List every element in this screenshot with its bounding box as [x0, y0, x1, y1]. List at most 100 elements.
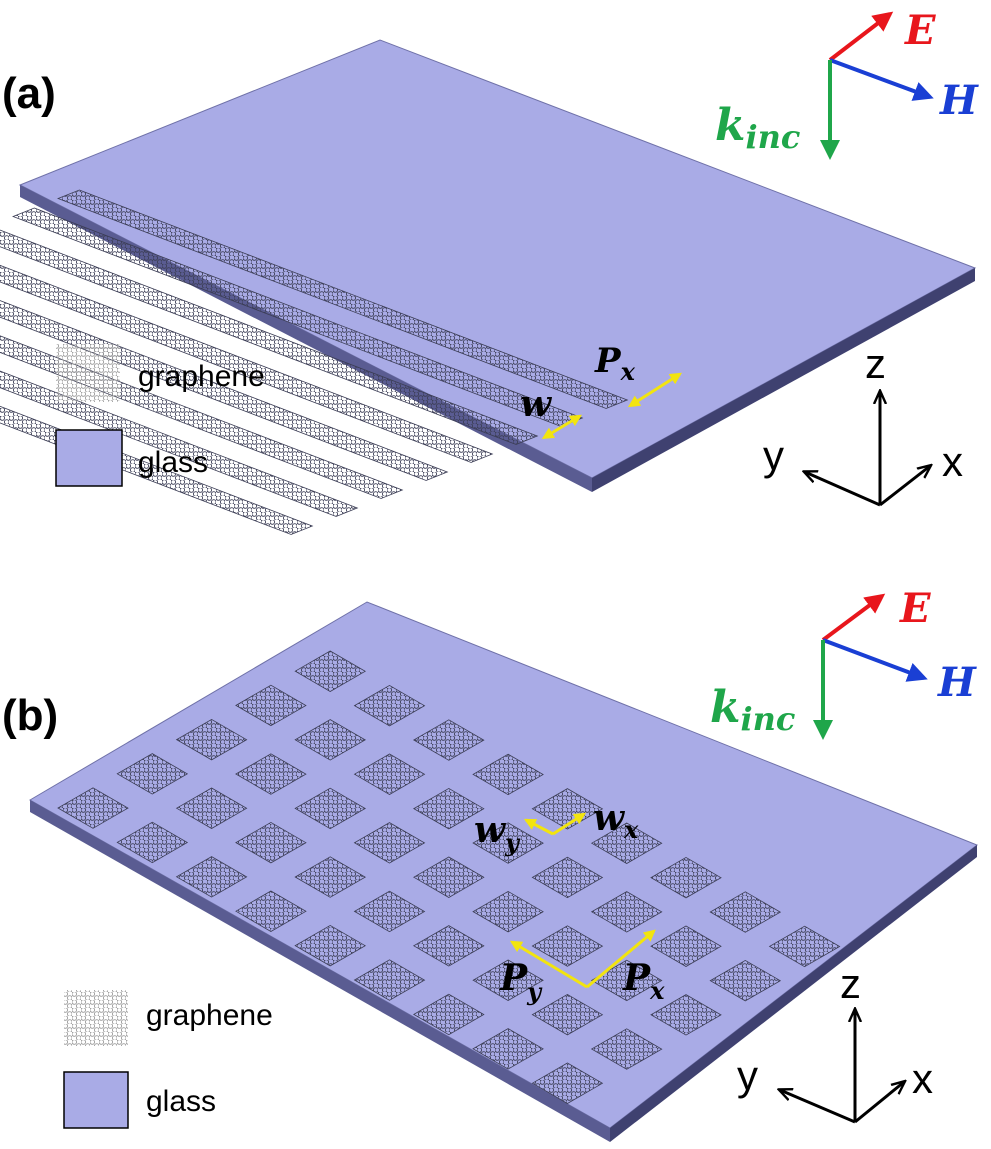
graphene-square [294, 924, 366, 967]
graphene-square [353, 753, 426, 795]
graphene-stripe [0, 229, 539, 445]
graphene-squares-b [57, 650, 841, 1104]
e-field-arrow-b [821, 593, 886, 642]
h-field-arrow-b [822, 638, 928, 682]
dimension-period-a: Px [594, 341, 683, 408]
legend-graphene-a: graphene [138, 360, 265, 393]
e-field-label-a: E [904, 7, 936, 54]
graphene-square [413, 719, 485, 761]
graphene-square [353, 684, 426, 727]
width-y-sub-b: y [504, 828, 521, 857]
period-y-sub-b: y [526, 977, 543, 1006]
graphene-square [709, 959, 782, 1002]
glass-swatch-a [55, 429, 123, 487]
svg-text:Px: Px [594, 341, 636, 386]
e-field-label-b: E [899, 585, 931, 632]
graphene-square [531, 856, 604, 899]
dimension-period-b: Py Px [499, 929, 665, 1006]
svg-text:wy: wy [474, 809, 521, 857]
axes-b: z y x [737, 960, 933, 1124]
legend-b: graphene glass [63, 990, 273, 1129]
graphene-square [353, 959, 426, 1001]
graphene-square [768, 925, 841, 968]
graphene-square [175, 856, 248, 898]
graphene-square [235, 821, 307, 864]
graphene-square [650, 994, 722, 1036]
dimension-width-a: w [520, 383, 583, 439]
glass-swatch-b [63, 1071, 129, 1129]
graphene-square [294, 719, 366, 761]
period-x-sub-b: x [649, 976, 665, 1005]
z-label-a: z [865, 340, 886, 387]
z-label-b: z [840, 960, 861, 1007]
graphene-square [531, 925, 604, 967]
graphene-square [294, 856, 366, 898]
graphene-square [235, 890, 307, 932]
graphene-square [531, 1062, 604, 1104]
graphene-square [294, 787, 366, 830]
graphene-square [709, 891, 782, 933]
x-label-a: x [942, 438, 963, 485]
graphene-stripe [0, 264, 494, 463]
period-y-label-b: P [499, 957, 528, 999]
period-label-a: P [594, 341, 622, 381]
h-field-arrow-a [829, 58, 934, 101]
k-sub-a: inc [746, 118, 801, 156]
panel-label-b: (b) [2, 691, 58, 740]
x-axis-b [854, 1082, 904, 1124]
graphene-square [413, 787, 485, 830]
graphene-square [413, 856, 485, 898]
graphene-square [472, 1028, 544, 1070]
graphene-square [590, 1028, 663, 1070]
graphene-swatch-a [56, 344, 120, 402]
width-x-sub-b: x [623, 815, 639, 844]
graphene-square [590, 891, 663, 933]
y-axis-b [780, 1090, 856, 1124]
field-arrows-b: E H kinc [710, 585, 977, 740]
graphene-square [472, 822, 544, 864]
svg-text:Px: Px [622, 957, 665, 1005]
width-label-a: w [520, 383, 553, 425]
graphene-square [235, 753, 307, 795]
y-label-a: y [763, 432, 784, 479]
k-label-b: k [710, 682, 741, 733]
axes-a: z y x [763, 340, 963, 507]
graphene-square [531, 993, 604, 1036]
legend-glass-b: glass [146, 1085, 216, 1118]
graphene-square [413, 993, 485, 1036]
field-arrows-a: E H kinc [715, 7, 979, 160]
legend-glass-a: glass [138, 446, 208, 479]
graphene-square [57, 787, 129, 829]
y-label-b: y [737, 1052, 758, 1099]
graphene-square [590, 822, 663, 864]
graphene-swatch-b [64, 990, 128, 1046]
width-x-label-b: w [593, 797, 626, 839]
graphene-square [353, 890, 426, 933]
graphene-square [472, 890, 544, 933]
graphene-square [353, 822, 426, 864]
graphene-stripe [57, 189, 629, 409]
legend-graphene-b: graphene [146, 999, 273, 1032]
graphene-square [175, 787, 248, 829]
graphene-square [235, 684, 307, 727]
x-label-b: x [912, 1055, 933, 1102]
svg-text:Py: Py [499, 957, 543, 1006]
y-axis-a [805, 472, 881, 507]
period-x-label-b: P [622, 957, 651, 999]
graphene-square [650, 925, 722, 967]
panel-b: (b) graphene glass wy wx Py Px E H kinc [2, 585, 979, 1142]
x-axis-a [879, 466, 930, 507]
graphene-square [472, 959, 544, 1001]
h-field-label-b: H [937, 659, 977, 706]
svg-text:wx: wx [593, 797, 639, 844]
legend-a: graphene glass [55, 344, 265, 487]
graphene-square [116, 821, 189, 864]
e-field-arrow-a [828, 11, 894, 62]
svg-text:kinc: kinc [715, 100, 800, 156]
period-sub-a: x [620, 357, 636, 386]
width-y-label-b: w [474, 809, 507, 851]
graphene-square [175, 718, 248, 761]
panel-label-a: (a) [2, 69, 56, 118]
panel-a: (a) graphene glass Px w E H kinc [0, 7, 979, 535]
